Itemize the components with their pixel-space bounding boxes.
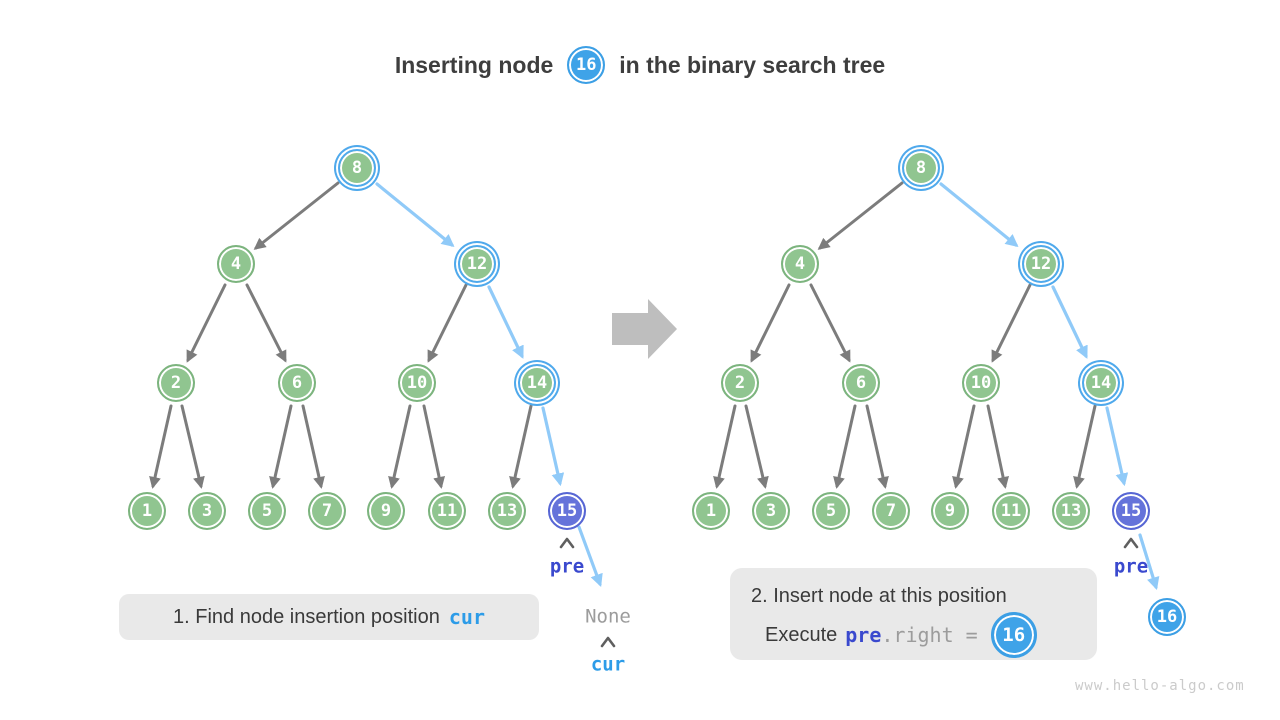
transition-right-arrow-icon (612, 299, 677, 359)
right-tree-node-11: 11 (992, 492, 1030, 530)
pre-pointer-label-left: pre (549, 555, 585, 578)
tree-edge (427, 283, 468, 363)
left-tree-node-15: 15 (548, 492, 586, 530)
left-tree-edges (149, 181, 533, 489)
caret-up-icon (1123, 537, 1139, 549)
tree-edge (744, 404, 769, 489)
right-tree-node-12: 12 (1022, 245, 1060, 283)
right-tree-node-10: 10 (962, 364, 1000, 402)
tree-edge (245, 283, 287, 363)
right-tree-node-14: 14 (1082, 364, 1120, 402)
right-tree-node-1: 1 (692, 492, 730, 530)
search-path-edge (1051, 285, 1088, 359)
tree-edge (149, 404, 173, 489)
right-tree-node-3: 3 (752, 492, 790, 530)
left-tree-node-2: 2 (157, 364, 195, 402)
cur-pointer-label: cur (590, 653, 626, 676)
left-tree-node-12: 12 (458, 245, 496, 283)
step2-node-value: 16 (1002, 623, 1026, 646)
step2-right-code: .right = (881, 623, 978, 647)
tree-edge (865, 404, 889, 489)
tree-edge (991, 283, 1032, 363)
diagram-title: Inserting node 16 in the binary search t… (0, 46, 1280, 84)
left-tree-node-7: 7 (308, 492, 346, 530)
tree-edge (833, 404, 857, 489)
tree-edge (986, 404, 1009, 489)
right-search-path-edges (939, 182, 1160, 591)
caret-up-icon (559, 537, 575, 549)
title-node-value: 16 (576, 54, 597, 75)
step2-caption-line2: Execute pre .right = 16 (765, 612, 1037, 658)
watermark: www.hello-algo.com (1075, 678, 1245, 694)
step1-caption-text: 1. Find node insertion position (173, 605, 440, 628)
step2-caption-box: 2. Insert node at this position Execute … (730, 568, 1097, 660)
left-tree-node-10: 10 (398, 364, 436, 402)
search-path-edge (375, 182, 455, 248)
right-tree-node-2: 2 (721, 364, 759, 402)
step1-cur-code: cur (448, 605, 485, 629)
tree-edge (422, 404, 445, 489)
tree-edge (388, 404, 412, 489)
step2-execute-text: Execute (765, 623, 838, 646)
search-path-edge (939, 182, 1019, 248)
left-tree-node-9: 9 (367, 492, 405, 530)
title-text-right: in the binary search tree (619, 51, 886, 78)
tree-edge (750, 283, 791, 363)
step2-pre-code: pre (845, 623, 882, 647)
left-tree-node-13: 13 (488, 492, 526, 530)
tree-edge (509, 404, 533, 489)
pointer-carets (559, 537, 1139, 648)
none-label: None (585, 605, 631, 628)
tree-edge (180, 404, 205, 489)
left-tree-node-5: 5 (248, 492, 286, 530)
tree-edge (1073, 404, 1097, 489)
left-search-path-edges (375, 182, 603, 588)
left-tree-node-3: 3 (188, 492, 226, 530)
right-tree-node-13: 13 (1052, 492, 1090, 530)
right-tree-node-8: 8 (902, 149, 940, 187)
right-tree-node-16-inserted: 16 (1148, 598, 1186, 636)
left-tree-node-6: 6 (278, 364, 316, 402)
tree-edge (809, 283, 851, 363)
search-path-edge-to-none (577, 525, 603, 588)
step2-caption-line1: 2. Insert node at this position (751, 585, 1007, 607)
right-tree-node-15: 15 (1112, 492, 1150, 530)
left-tree-node-1: 1 (128, 492, 166, 530)
tree-edge (817, 181, 904, 250)
title-node-16: 16 (567, 46, 606, 84)
tree-edge (952, 404, 976, 489)
tree-edge (186, 283, 227, 363)
left-tree-node-8: 8 (338, 149, 376, 187)
tree-edge (301, 404, 325, 489)
search-path-edge (541, 406, 565, 487)
search-path-edge (1105, 406, 1129, 487)
right-tree-edges (713, 181, 1097, 489)
tree-edge (713, 404, 737, 489)
left-tree-node-14: 14 (518, 364, 556, 402)
left-tree-node-4: 4 (217, 245, 255, 283)
tree-edge (269, 404, 293, 489)
caret-up-icon (600, 636, 616, 648)
right-tree-node-9: 9 (931, 492, 969, 530)
title-text-left: Inserting node (394, 51, 554, 78)
step1-caption-box: 1. Find node insertion position cur (119, 594, 539, 640)
search-path-edge (487, 285, 524, 359)
right-tree-node-7: 7 (872, 492, 910, 530)
right-tree-node-4: 4 (781, 245, 819, 283)
tree-edge (253, 181, 340, 250)
step2-node-16: 16 (990, 612, 1037, 658)
pre-pointer-label-right: pre (1113, 555, 1149, 578)
search-path-edge-to-16 (1138, 533, 1160, 591)
right-tree-node-6: 6 (842, 364, 880, 402)
right-tree-node-5: 5 (812, 492, 850, 530)
left-tree-node-11: 11 (428, 492, 466, 530)
